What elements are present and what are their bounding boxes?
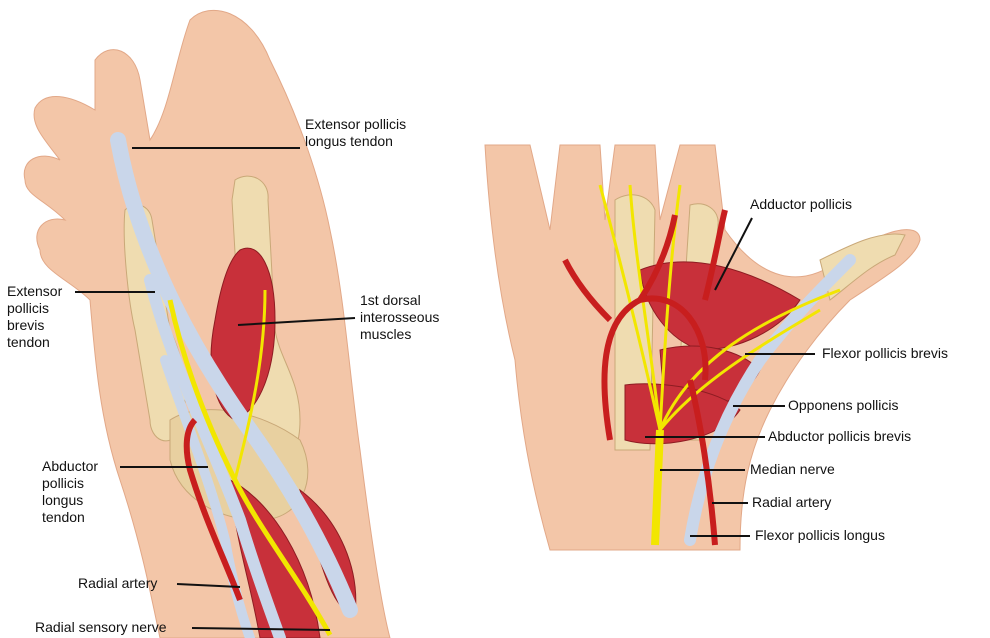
flexor-pollicis-longus-tendon <box>684 254 856 546</box>
label-flexor-pollicis-longus: Flexor pollicis longus <box>755 527 885 543</box>
label-line: pollicis <box>42 475 85 491</box>
label-line: tendon <box>7 334 50 350</box>
right-radial-artery <box>687 379 718 546</box>
label-line: tendon <box>42 509 85 525</box>
label-line: brevis <box>7 317 45 333</box>
label-extensor-pollicis-brevis: Extensor pollicis brevis tendon <box>7 283 62 351</box>
abductor-pollicis-longus-tendon <box>160 355 255 638</box>
label-line: 1st dorsal <box>360 292 421 308</box>
label-opponens-pollicis: Opponens pollicis <box>788 397 899 413</box>
label-first-dorsal-interosseous: 1st dorsal interosseous muscles <box>360 292 439 343</box>
left-hand <box>23 9 391 638</box>
left-radial-artery <box>183 417 243 602</box>
extensor-pollicis-brevis-tendon <box>144 274 286 638</box>
label-line: longus tendon <box>305 133 393 149</box>
label-line: Extensor <box>7 283 63 299</box>
right-hand <box>484 144 921 551</box>
label-line: pollicis <box>7 300 50 316</box>
label-flexor-pollicis-brevis: Flexor pollicis brevis <box>822 345 949 361</box>
label-line: Extensor pollicis <box>305 116 407 132</box>
median-nerve <box>651 429 664 546</box>
label-line: interosseous <box>360 309 440 325</box>
label-line: longus <box>42 492 84 508</box>
label-radial-artery-left: Radial artery <box>78 575 158 591</box>
label-adductor-pollicis: Adductor pollicis <box>750 196 852 212</box>
palmar-arch <box>562 209 728 441</box>
label-median-nerve: Median nerve <box>750 461 835 477</box>
label-abductor-pollicis-brevis: Abductor pollicis brevis <box>768 428 912 444</box>
thumb-bone-right <box>819 233 906 301</box>
label-extensor-pollicis-longus: Extensor pollicis longus tendon <box>305 116 406 150</box>
extensor-pollicis-longus-tendon <box>110 132 358 618</box>
label-radial-artery-right: Radial artery <box>752 494 832 510</box>
label-abductor-pollicis-longus: Abductor pollicis longus tendon <box>42 458 98 526</box>
forearm-muscle <box>229 479 321 638</box>
label-radial-sensory-nerve: Radial sensory nerve <box>35 619 167 635</box>
label-line: Abductor <box>42 458 99 474</box>
radial-nerve-branch <box>233 289 267 481</box>
leader-lines <box>75 147 815 631</box>
label-line: muscles <box>360 326 412 342</box>
median-nerve-branches <box>598 184 841 431</box>
